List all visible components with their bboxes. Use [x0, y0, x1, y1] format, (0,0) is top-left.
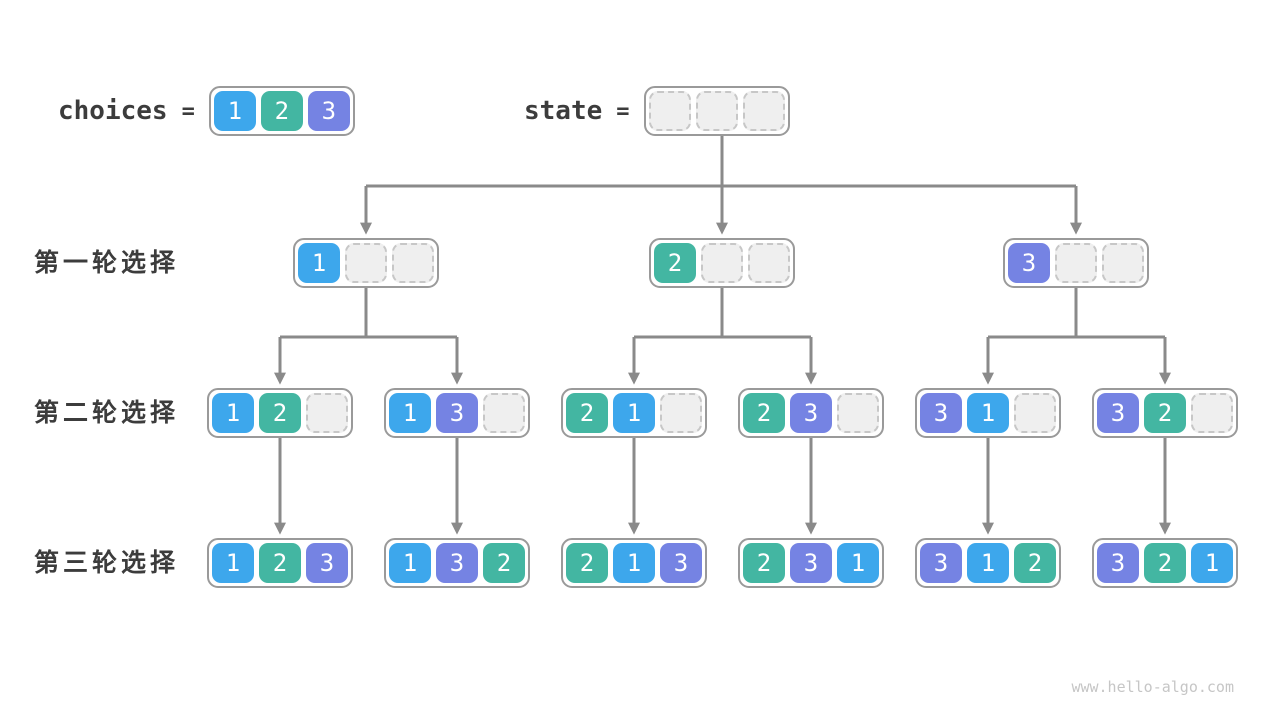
cell-empty [1014, 393, 1056, 433]
cell-value-3: 3 [1008, 243, 1050, 283]
watermark: www.hello-algo.com [1071, 678, 1234, 696]
cell-value-3: 3 [436, 543, 478, 583]
cell-value-1: 1 [212, 543, 254, 583]
round-3-label: 第三轮选择 [34, 549, 180, 577]
cell-empty [695, 91, 738, 131]
cell-value-2: 2 [1014, 543, 1056, 583]
round-2-label: 第二轮选择 [34, 399, 180, 427]
cell-value-3: 3 [1097, 543, 1139, 583]
state-label: state [524, 96, 603, 126]
cell-value-1: 1 [613, 393, 655, 433]
cell-value-3: 3 [790, 393, 832, 433]
cell-value-3: 3 [790, 543, 832, 583]
equals-sign: = [181, 98, 195, 124]
equals-sign: = [616, 98, 630, 124]
node-round1-1: 1 [293, 238, 439, 288]
node-round1-3: 3 [1003, 238, 1149, 288]
cell-value-2: 2 [566, 393, 608, 433]
cell-empty [837, 393, 879, 433]
cell-value-1: 1 [967, 393, 1009, 433]
cell-value-1: 1 [212, 393, 254, 433]
cell-empty [345, 243, 387, 283]
cell-value-1: 1 [389, 393, 431, 433]
state-node [643, 86, 790, 136]
state-definition: state = [524, 86, 790, 136]
cell-value-1: 1 [1191, 543, 1233, 583]
cell-value-2: 2 [654, 243, 696, 283]
cell-value-1: 1 [967, 543, 1009, 583]
cell-value-2: 2 [1144, 543, 1186, 583]
cell-value-1: 1 [613, 543, 655, 583]
cell-empty [1102, 243, 1144, 283]
cell-value-1: 1 [298, 243, 340, 283]
cell-value-3: 3 [306, 543, 348, 583]
cell-value-3: 3 [1097, 393, 1139, 433]
cell-empty [483, 393, 525, 433]
cell-empty [742, 91, 785, 131]
cell-value-1: 1 [837, 543, 879, 583]
choices-label: choices [58, 96, 168, 126]
cell-value-2: 2 [260, 91, 303, 131]
cell-empty [748, 243, 790, 283]
cell-empty [1055, 243, 1097, 283]
cell-value-2: 2 [259, 393, 301, 433]
cell-value-3: 3 [660, 543, 702, 583]
cell-value-3: 3 [307, 91, 350, 131]
cell-value-2: 2 [566, 543, 608, 583]
cell-value-2: 2 [1144, 393, 1186, 433]
cell-value-3: 3 [920, 393, 962, 433]
cell-value-2: 2 [743, 393, 785, 433]
cell-empty [660, 393, 702, 433]
cell-empty [648, 91, 691, 131]
cell-empty [701, 243, 743, 283]
round-1-label: 第一轮选择 [34, 249, 180, 277]
cell-value-1: 1 [213, 91, 256, 131]
cell-value-1: 1 [389, 543, 431, 583]
cell-empty [392, 243, 434, 283]
cell-value-3: 3 [436, 393, 478, 433]
cell-value-2: 2 [483, 543, 525, 583]
cell-empty [1191, 393, 1233, 433]
cell-value-3: 3 [920, 543, 962, 583]
cell-value-2: 2 [743, 543, 785, 583]
cell-empty [306, 393, 348, 433]
cell-value-2: 2 [259, 543, 301, 583]
node-round1-2: 2 [649, 238, 795, 288]
